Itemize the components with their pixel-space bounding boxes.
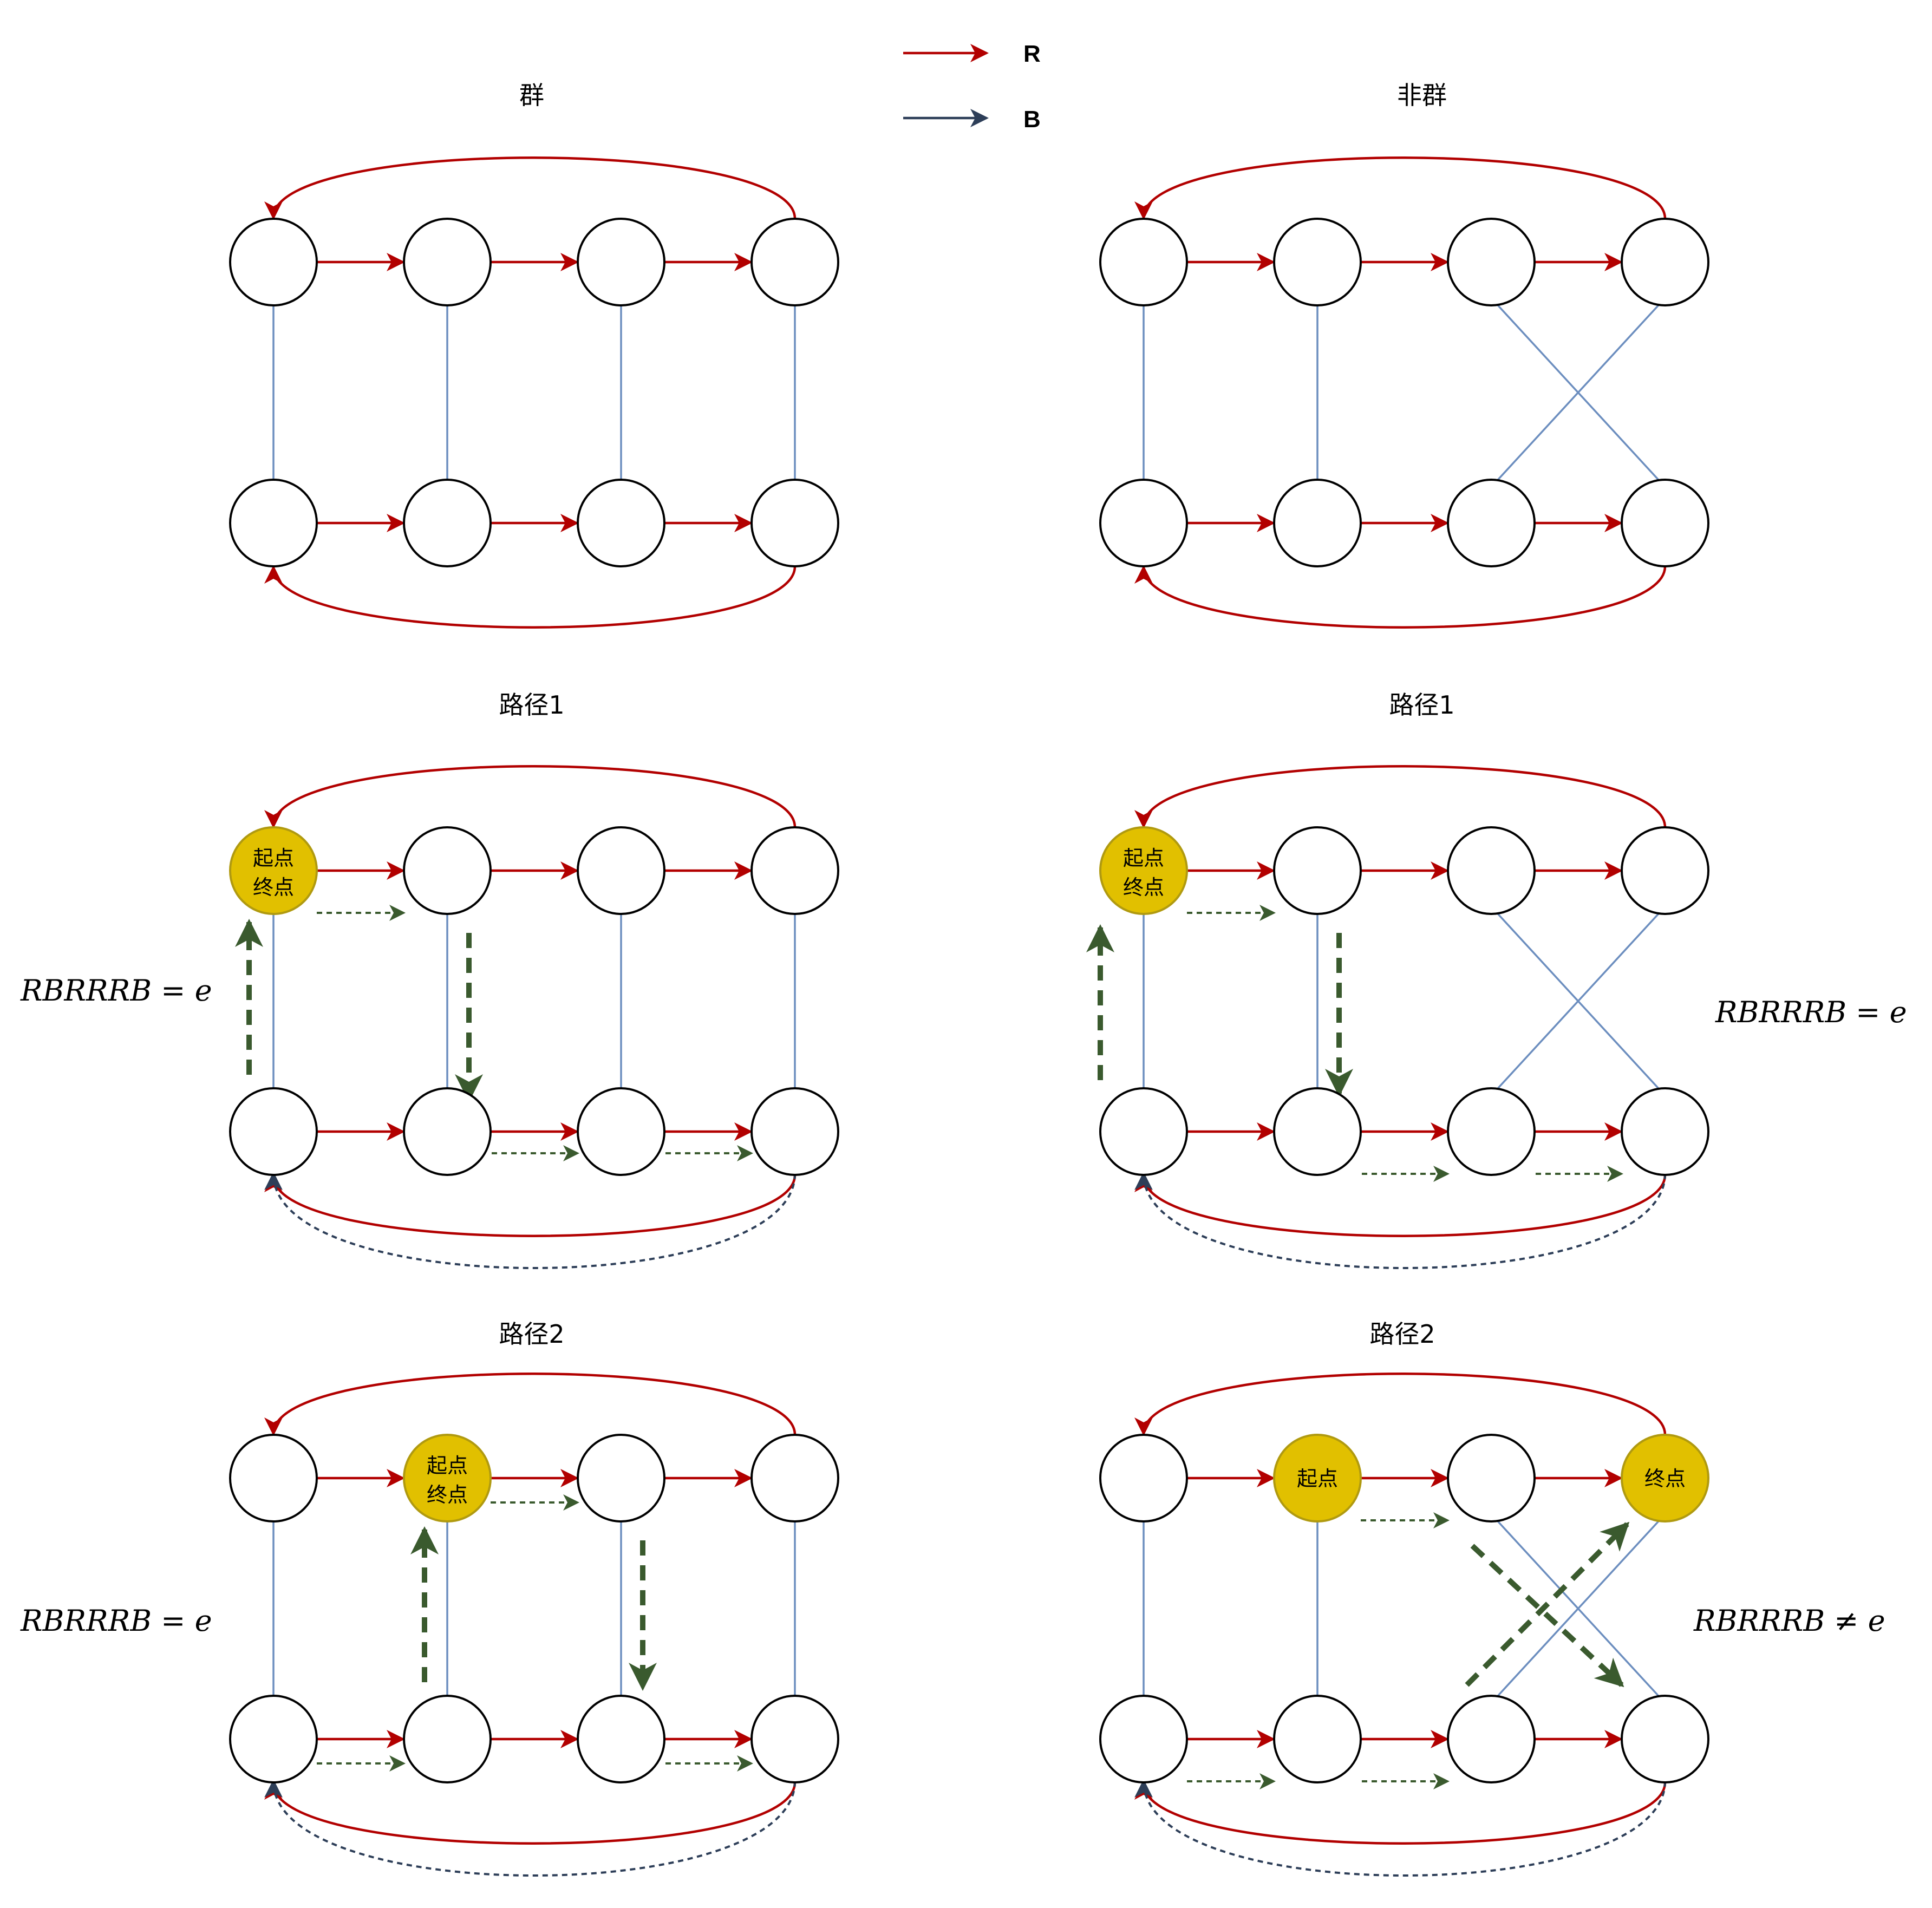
r-edge-wrap-top	[264, 765, 797, 828]
node-label-start: 起点	[253, 846, 294, 870]
node	[1621, 218, 1709, 306]
node	[577, 479, 665, 567]
node	[229, 218, 318, 306]
node-label-end: 终点	[1123, 875, 1164, 899]
node	[1447, 1695, 1536, 1783]
node	[1273, 826, 1362, 915]
legend-r-label: R	[1023, 41, 1041, 67]
node	[577, 826, 665, 915]
node	[403, 1695, 492, 1783]
node	[403, 218, 492, 306]
path-step-b	[1465, 1521, 1630, 1687]
r-edge-wrap-top	[1134, 156, 1667, 220]
node	[229, 1695, 318, 1783]
panel-title-group-path2: 路径2	[499, 1319, 564, 1349]
path-step-r-wrap	[1134, 1779, 1666, 1877]
legend: R B	[903, 41, 1041, 133]
node-label-end: 终点	[253, 875, 294, 899]
highlighted-node	[229, 826, 318, 915]
node	[229, 479, 318, 567]
node	[577, 218, 665, 306]
legend-b-label: B	[1023, 106, 1041, 133]
r-edge-wrap-bottom	[1134, 565, 1667, 629]
graph-nongroup-path2: 起点 终点	[1099, 1373, 1709, 1877]
node	[1099, 1695, 1188, 1783]
node	[1447, 826, 1536, 915]
formula-nongroup-path2: RBRRRB ≠ e	[1693, 1604, 1885, 1638]
path-step-r-wrap	[264, 1779, 796, 1877]
node	[750, 1434, 839, 1523]
r-edge-wrap-bottom	[1134, 1781, 1667, 1845]
node	[403, 1087, 492, 1176]
node	[1447, 479, 1536, 567]
panel-title-group-path1: 路径1	[499, 690, 564, 720]
node-label-start: 起点	[427, 1454, 468, 1478]
node	[229, 1087, 318, 1176]
panel-title-nongroup-path2: 路径2	[1369, 1319, 1435, 1349]
highlighted-node	[1273, 1434, 1362, 1523]
formula-nongroup-path1: RBRRRB = e	[1715, 995, 1907, 1029]
node	[1447, 1434, 1536, 1523]
highlighted-node	[1099, 826, 1188, 915]
node	[1273, 1695, 1362, 1783]
node	[750, 479, 839, 567]
node	[577, 1695, 665, 1783]
graph-group	[229, 156, 839, 629]
node-label-start: 起点	[1123, 846, 1164, 870]
r-edge-wrap-bottom	[1134, 1174, 1667, 1237]
node	[750, 1695, 839, 1783]
path-step-r-wrap	[1134, 1172, 1666, 1269]
node	[1099, 1087, 1188, 1176]
highlighted-node	[403, 1434, 492, 1523]
r-edge-wrap-bottom	[264, 1781, 797, 1845]
b-edge-cross	[1493, 300, 1663, 485]
panel-title-nongroup: 非群	[1397, 81, 1447, 110]
node	[1099, 1434, 1188, 1523]
node-label-end: 终点	[427, 1483, 468, 1507]
r-edge-wrap-bottom	[264, 565, 797, 629]
r-edge-wrap-top	[1134, 1373, 1667, 1436]
node	[750, 826, 839, 915]
node	[1447, 1087, 1536, 1176]
highlighted-node	[1621, 1434, 1709, 1523]
node	[1621, 1695, 1709, 1783]
node	[577, 1087, 665, 1176]
graphs-layer: 起点终点起点终点起点终点起点终点	[229, 156, 1709, 1877]
r-edge-wrap-bottom	[264, 1174, 797, 1237]
node	[229, 1434, 318, 1523]
node	[577, 1434, 665, 1523]
panel-title-nongroup-path1: 路径1	[1389, 690, 1454, 720]
node	[1273, 1087, 1362, 1176]
node	[403, 826, 492, 915]
node	[1621, 826, 1709, 915]
r-edge-wrap-top	[264, 1373, 797, 1436]
node-label: 终点	[1644, 1467, 1686, 1491]
node	[750, 1087, 839, 1176]
node	[1273, 479, 1362, 567]
graph-nongroup	[1099, 156, 1709, 629]
r-edge-wrap-top	[1134, 765, 1667, 828]
formula-group-path2: RBRRRB = e	[20, 1604, 212, 1638]
node	[403, 479, 492, 567]
formula-group-path1: RBRRRB = e	[20, 973, 212, 1008]
node	[1099, 479, 1188, 567]
node	[1273, 218, 1362, 306]
node	[1447, 218, 1536, 306]
path-step-r-wrap	[264, 1172, 796, 1269]
path-step-b	[1470, 1544, 1624, 1688]
node	[750, 218, 839, 306]
node	[1621, 479, 1709, 567]
node-label: 起点	[1297, 1467, 1338, 1491]
r-edge-wrap-top	[264, 156, 797, 220]
b-edge-cross	[1493, 909, 1663, 1094]
panel-title-group: 群	[519, 81, 544, 110]
node	[1099, 218, 1188, 306]
b-edge-cross	[1493, 1516, 1663, 1701]
node	[1621, 1087, 1709, 1176]
